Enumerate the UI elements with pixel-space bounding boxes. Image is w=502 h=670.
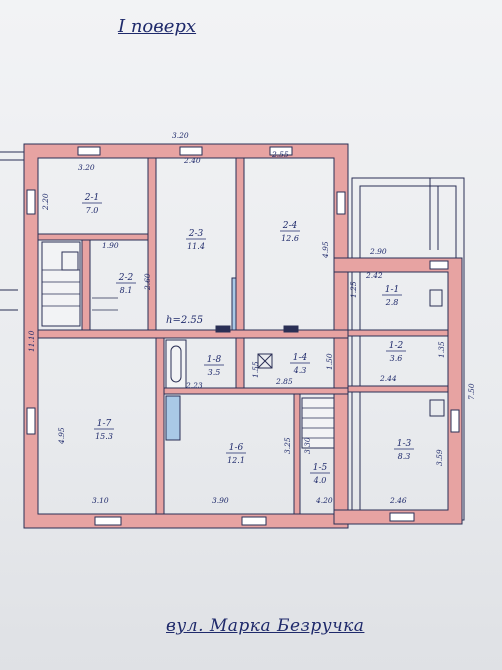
room-area-2-1: 7.0 — [86, 206, 99, 215]
room-area-1-1: 2.8 — [385, 298, 399, 307]
dimension-label: 4.20 — [315, 496, 333, 505]
ceiling-height-label: h=2.55 — [166, 315, 203, 326]
dimension-label: 3.59 — [435, 449, 444, 466]
room-id-1-3: 1-3 — [397, 439, 412, 449]
dimension-label: 3.20 — [172, 131, 189, 140]
dimension-label: 3.10 — [92, 496, 109, 505]
room-area-1-8: 3.5 — [208, 368, 221, 377]
room-id-2-3: 2-3 — [188, 229, 204, 239]
windows — [26, 146, 460, 526]
room-id-2-4: 2-4 — [282, 221, 298, 231]
room-area-1-2: 3.6 — [390, 354, 403, 363]
dimension-label: 3.90 — [212, 496, 229, 505]
walls — [23, 143, 463, 529]
room-id-1-4: 1-4 — [293, 353, 308, 363]
room-area-1-4: 4.3 — [293, 366, 307, 375]
room-id-2-2: 2-2 — [118, 273, 134, 283]
room-id-1-5: 1-5 — [313, 463, 328, 473]
dimension-label: 1.90 — [102, 241, 119, 250]
room-id-1-1: 1-1 — [385, 285, 400, 295]
dimension-label: 2.46 — [389, 496, 407, 505]
dimension-label: 4.95 — [57, 427, 66, 445]
fixtures — [61, 251, 445, 417]
dimension-label: 2.85 — [275, 377, 293, 386]
dimension-label: 3.25 — [283, 437, 292, 454]
room-id-1-2: 1-2 — [389, 341, 404, 351]
dimension-label: 1.25 — [349, 281, 358, 298]
room-area-1-7: 15.3 — [95, 432, 113, 441]
floor-title: I поверх — [118, 16, 197, 37]
dimension-label: 2.60 — [143, 273, 152, 291]
dimension-label: 1.50 — [325, 353, 334, 370]
room-area-2-4: 12.6 — [281, 234, 299, 243]
room-id-1-6: 1-6 — [229, 443, 244, 453]
dimension-label: 1.55 — [251, 361, 260, 378]
dimension-label: 2.23 — [185, 381, 203, 390]
dimension-label: 4.95 — [321, 241, 330, 259]
room-id-1-8: 1-8 — [207, 355, 222, 365]
dimension-label: 2.44 — [379, 374, 397, 383]
dimension-label: 11.10 — [27, 330, 36, 352]
room-area-2-3: 11.4 — [187, 242, 205, 251]
dimension-label: 3.20 — [78, 163, 95, 172]
dimension-label: 2.40 — [183, 156, 201, 165]
stairs — [41, 241, 335, 449]
dimension-label: 2.42 — [365, 271, 383, 280]
dimension-label: 2.90 — [369, 247, 387, 256]
dimension-label: 2.20 — [41, 193, 50, 211]
street-caption: вул. Марка Безручка — [166, 616, 365, 636]
dimension-label: 7.50 — [467, 383, 476, 400]
room-area-2-2: 8.1 — [120, 286, 133, 295]
room-area-1-6: 12.1 — [227, 456, 245, 465]
room-area-1-5: 4.0 — [313, 476, 327, 485]
dimension-label: 3.30 — [303, 437, 312, 454]
room-id-1-7: 1-7 — [97, 419, 112, 429]
room-id-2-1: 2-1 — [84, 193, 100, 203]
dimension-label: 2.55 — [271, 150, 289, 159]
dimension-label: 1.35 — [437, 341, 446, 358]
room-area-1-3: 8.3 — [398, 452, 411, 461]
